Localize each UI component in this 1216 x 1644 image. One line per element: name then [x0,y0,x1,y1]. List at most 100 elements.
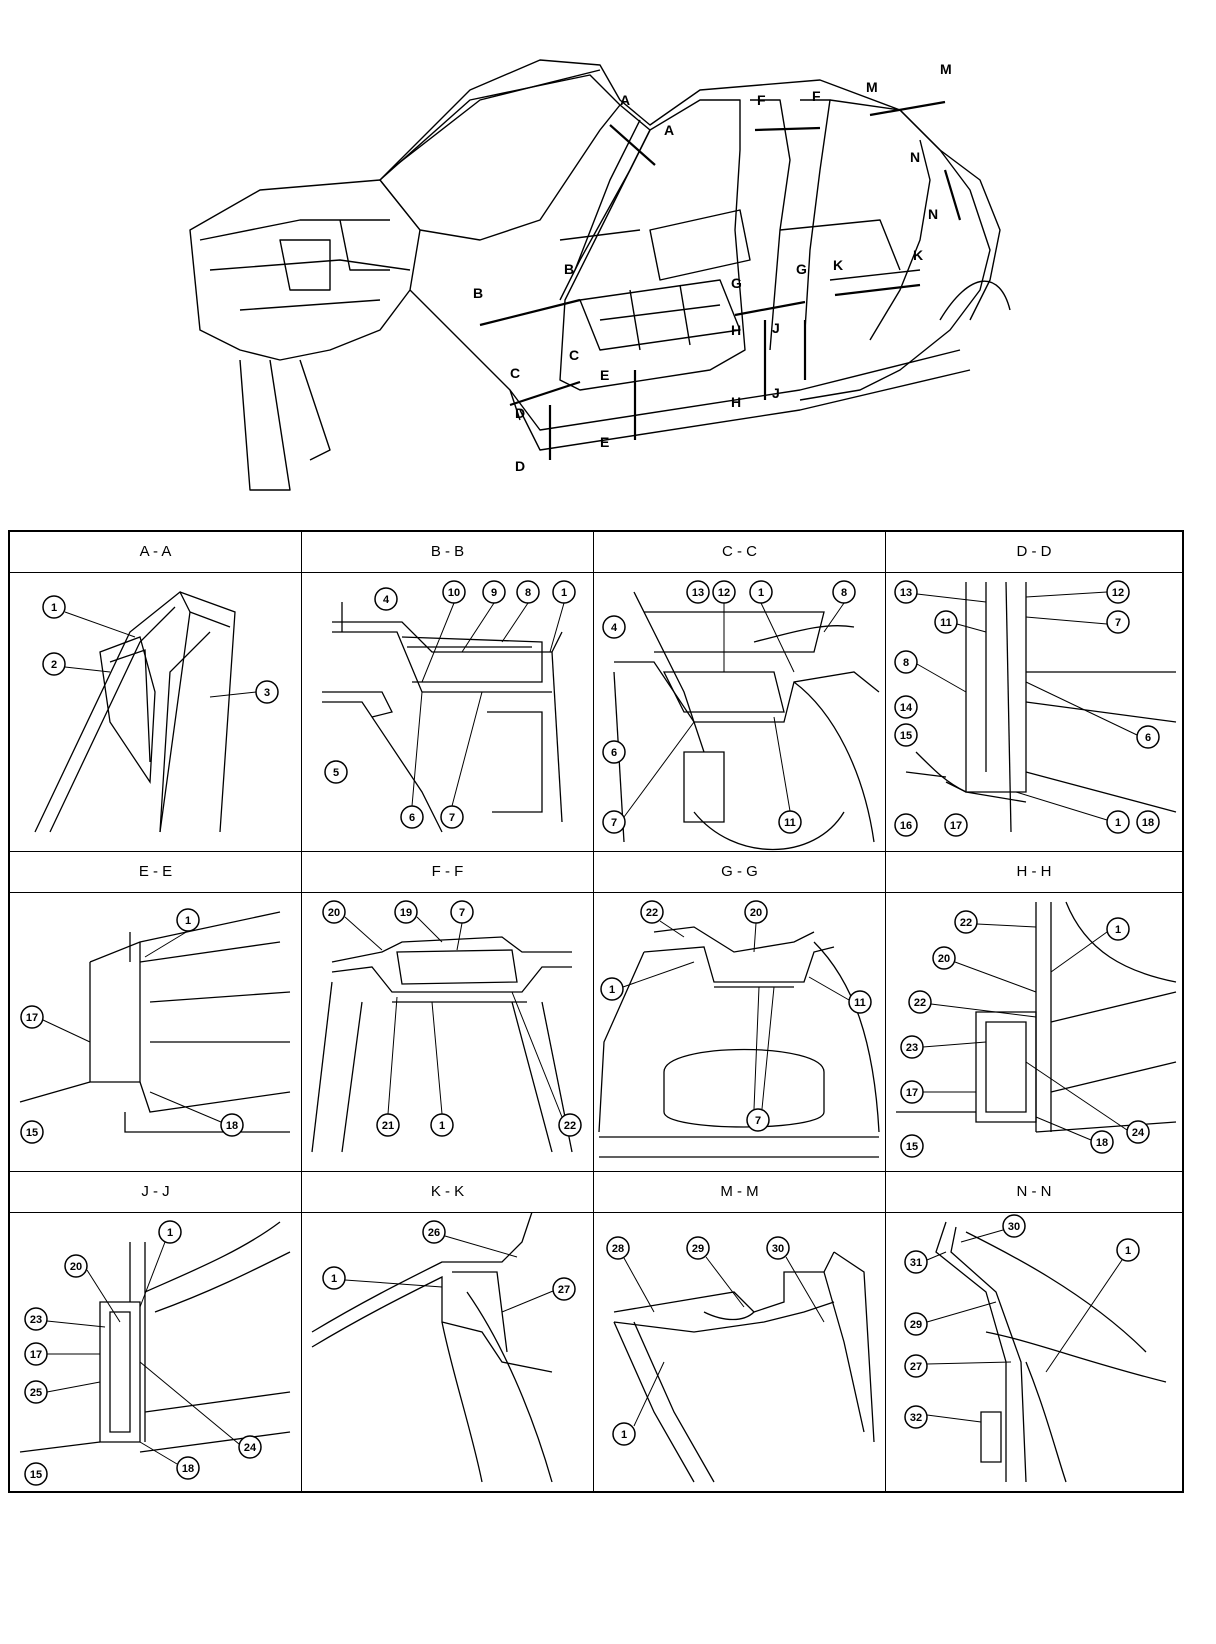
section-d-d-drawing: 13 12 11 7 8 14 15 6 16 17 1 18 [894,580,1177,837]
callout-1: 1 [439,1120,445,1132]
marker-label: G [731,275,742,291]
marker-label: F [812,88,821,104]
callout-1: 1 [1125,1245,1131,1257]
section-title: G - G [594,852,885,893]
callout-17: 17 [950,820,962,832]
section-h-h-drawing: 22 1 20 22 23 17 15 18 24 [896,901,1177,1158]
callout-1: 1 [758,587,764,599]
section-title: N - N [886,1172,1182,1213]
callout-2: 2 [51,659,57,671]
section-b-b-drawing: 4 10 9 8 1 5 6 7 [322,580,576,833]
marker-label: D [515,405,525,421]
section-title: E - E [10,852,301,893]
marker-label: H [731,394,741,410]
callout-8: 8 [841,587,847,599]
section-k-k-drawing: 26 1 27 [311,1212,576,1483]
callout-1: 1 [561,587,567,599]
callout-26: 26 [428,1227,440,1239]
callout-29: 29 [910,1319,922,1331]
section-e-e: E - E 1 17 15 18 [10,852,302,1172]
section-e-e-drawing: 1 17 15 18 [19,908,291,1144]
section-title: K - K [302,1172,593,1213]
callout-25: 25 [30,1387,42,1399]
callout-31: 31 [910,1257,922,1269]
body-shell-illustration: A A B B C C D D E E F F G G H H J J K K … [189,59,1011,491]
section-n-n-drawing: 30 31 29 1 27 32 [904,1214,1167,1483]
section-c-c: C - C 4 13 12 1 8 6 7 11 [594,532,886,852]
callout-7: 7 [459,907,465,919]
section-a-a-drawing: 1 2 3 [34,590,279,833]
section-j-j-drawing: 1 20 23 17 25 15 18 24 [19,1220,291,1486]
callout-11: 11 [784,817,796,829]
callout-4: 4 [611,622,618,634]
callout-6: 6 [1145,732,1151,744]
marker-label: B [473,285,483,301]
callout-32: 32 [910,1412,922,1424]
marker-label: K [913,247,923,263]
callout-1: 1 [1115,817,1121,829]
callout-12: 12 [718,587,730,599]
marker-label: N [928,206,938,222]
callout-1: 1 [51,602,57,614]
section-d-d: D - D 13 12 11 7 8 14 15 6 [886,532,1182,852]
marker-label: F [757,92,766,108]
callout-22: 22 [564,1120,576,1132]
section-title: M - M [594,1172,885,1213]
callout-19: 19 [400,907,412,919]
callout-28: 28 [612,1243,624,1255]
callout-16: 16 [900,820,912,832]
callout-22: 22 [914,997,926,1009]
callout-6: 6 [611,747,617,759]
callout-30: 30 [772,1243,784,1255]
callout-15: 15 [900,730,912,742]
marker-label: D [515,458,525,474]
callout-13: 13 [692,587,704,599]
section-f-f-drawing: 20 19 7 21 1 22 [311,900,582,1153]
callout-27: 27 [910,1361,922,1373]
callout-15: 15 [906,1141,918,1153]
callout-13: 13 [900,587,912,599]
marker-label: M [940,61,952,77]
callout-23: 23 [906,1042,918,1054]
callout-5: 5 [333,767,339,779]
callout-24: 24 [1132,1127,1145,1139]
callout-1: 1 [331,1273,337,1285]
section-m-m: M - M 28 29 30 1 [594,1172,886,1491]
section-m-m-drawing: 28 29 30 1 [606,1236,875,1483]
callout-15: 15 [30,1469,42,1481]
callout-20: 20 [328,907,340,919]
callout-22: 22 [646,907,658,919]
section-title: H - H [886,852,1182,893]
callout-11: 11 [854,997,866,1009]
callout-14: 14 [900,702,913,714]
callout-17: 17 [26,1012,38,1024]
section-c-c-drawing: 4 13 12 1 8 6 7 11 [602,580,880,850]
callout-3: 3 [264,687,270,699]
section-title: J - J [10,1172,301,1213]
callout-10: 10 [448,587,460,599]
section-title: D - D [886,532,1182,573]
section-n-n: N - N 30 31 29 1 27 32 [886,1172,1182,1491]
section-b-b: B - B 4 10 9 8 1 5 6 7 [302,532,594,852]
callout-8: 8 [525,587,531,599]
callout-7: 7 [611,817,617,829]
marker-label: E [600,367,609,383]
callout-1: 1 [185,915,191,927]
callout-7: 7 [449,812,455,824]
callout-8: 8 [903,657,909,669]
callout-18: 18 [1142,817,1154,829]
marker-label: M [866,79,878,95]
marker-label: C [510,365,520,381]
callout-1: 1 [609,984,615,996]
callout-1: 1 [1115,924,1121,936]
marker-label: B [564,261,574,277]
callout-6: 6 [409,812,415,824]
marker-label: A [664,122,674,138]
section-g-g: G - G 22 20 1 11 7 [594,852,886,1172]
callout-4: 4 [383,594,390,606]
callout-15: 15 [26,1127,38,1139]
section-grid: A - A 1 2 3 B - B [8,530,1184,1493]
section-k-k: K - K 26 1 27 [302,1172,594,1491]
callout-9: 9 [491,587,497,599]
section-a-a: A - A 1 2 3 [10,532,302,852]
